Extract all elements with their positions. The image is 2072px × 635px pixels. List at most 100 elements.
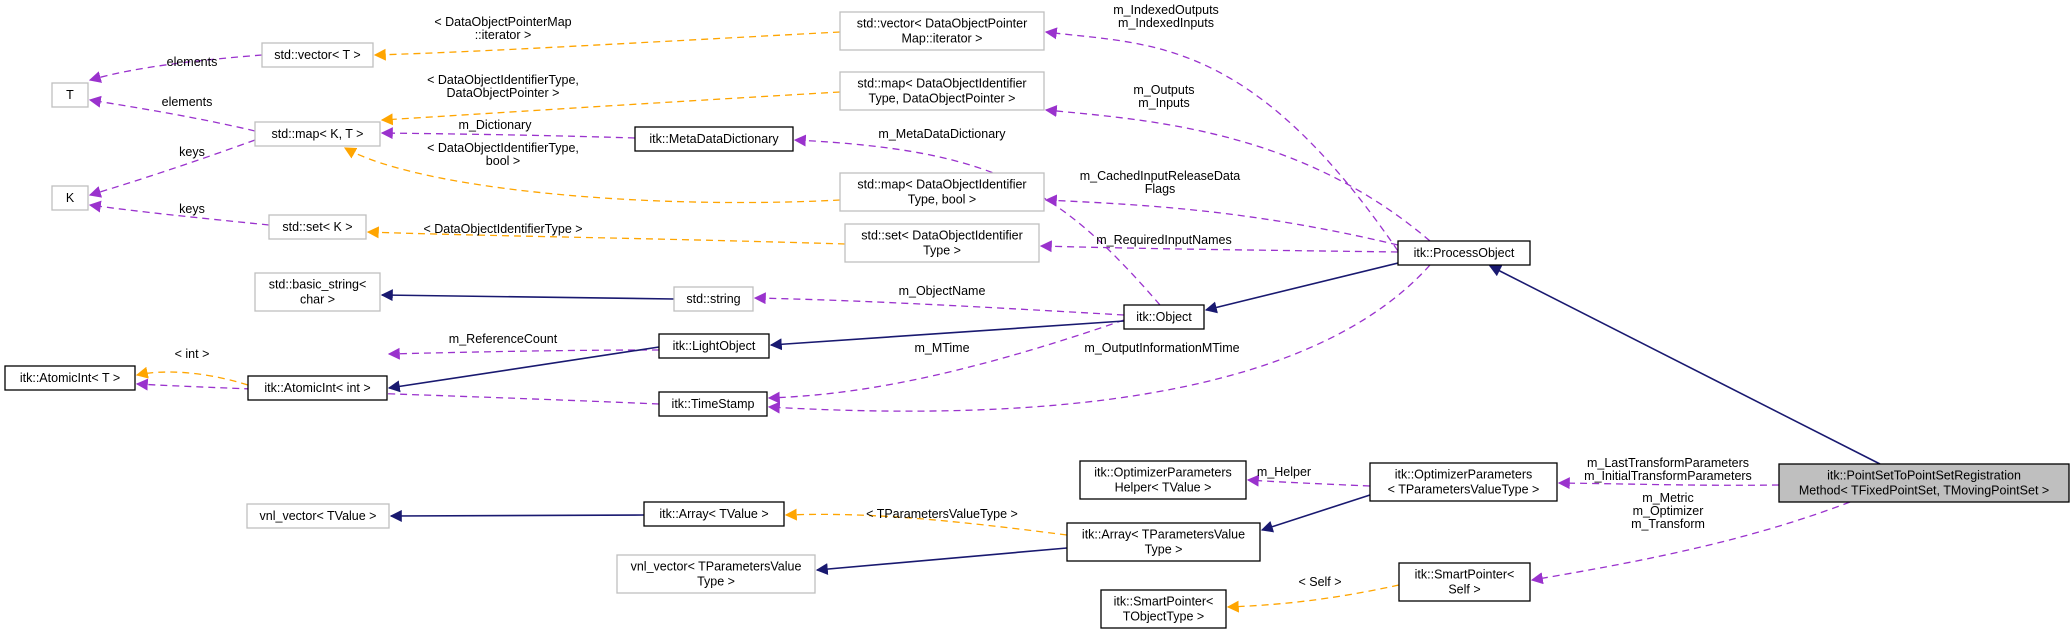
edge-label: m_MTime	[914, 341, 969, 355]
edge-label: Flags	[1145, 182, 1176, 196]
edge-label: elements	[167, 55, 218, 69]
class-node-lightobject[interactable]: itk::LightObject	[658, 333, 770, 359]
class-node-vnl-tparams[interactable]: vnl_vector< TParametersValueType >	[616, 554, 816, 594]
node-box	[658, 333, 770, 359]
usage-edge	[1044, 194, 1399, 246]
class-node-map-doid-bool[interactable]: std::map< DataObjectIdentifierType, bool…	[839, 172, 1045, 212]
class-node-processobject[interactable]: itk::ProcessObject	[1397, 240, 1531, 266]
node-box	[658, 391, 768, 417]
template-edge	[380, 91, 841, 126]
node-label: < TParametersValueType >	[1388, 483, 1540, 497]
edge-label: ::iterator >	[475, 28, 532, 42]
edge-label: m_Optimizer	[1633, 504, 1704, 518]
node-label: Map::iterator >	[902, 32, 983, 46]
class-node-vnl-tvalue[interactable]: vnl_vector< TValue >	[246, 503, 390, 529]
node-label: itk::Array< TParametersValue	[1082, 528, 1245, 542]
edge-label: m_Transform	[1631, 517, 1705, 531]
class-node-K[interactable]: K	[51, 185, 89, 211]
class-node-set-doid[interactable]: std::set< DataObjectIdentifierType >	[844, 223, 1040, 263]
class-node-string[interactable]: std::string	[673, 286, 754, 312]
usage-edge	[88, 139, 256, 198]
class-node-timestamp[interactable]: itk::TimeStamp	[658, 391, 768, 417]
class-node-smartpointer-self[interactable]: itk::SmartPointer<Self >	[1398, 562, 1531, 602]
usage-edge	[1044, 27, 1399, 252]
node-box	[51, 185, 89, 211]
class-node-atomicint-int[interactable]: itk::AtomicInt< int >	[247, 375, 388, 401]
node-box	[254, 121, 381, 147]
node-label: vnl_vector< TParametersValue	[631, 560, 802, 574]
class-node-array-tparams[interactable]: itk::Array< TParametersValueType >	[1066, 522, 1261, 562]
node-label: std::map< DataObjectIdentifier	[857, 178, 1026, 192]
class-node-set-k[interactable]: std::set< K >	[268, 214, 367, 240]
edge-label: m_ReferenceCount	[449, 332, 558, 346]
class-node-basic-string[interactable]: std::basic_string<char >	[254, 272, 381, 312]
node-label: std::set< K >	[282, 220, 352, 234]
template-edge	[343, 147, 841, 204]
node-box	[616, 554, 816, 594]
edge-label: < DataObjectIdentifierType >	[423, 222, 582, 236]
class-node-vector-t[interactable]: std::vector< T >	[261, 42, 374, 68]
node-label: itk::SmartPointer<	[1114, 595, 1214, 609]
node-box	[839, 11, 1045, 51]
node-label: vnl_vector< TValue >	[260, 509, 377, 523]
node-label: Type >	[923, 244, 961, 258]
edge-label: m_MetaDataDictionary	[878, 127, 1006, 141]
edge-label: m_InitialTransformParameters	[1584, 469, 1752, 483]
edge-label: < DataObjectIdentifierType,	[427, 73, 579, 87]
class-node-vector-dopmap[interactable]: std::vector< DataObjectPointerMap::itera…	[839, 11, 1045, 51]
node-label: std::set< DataObjectIdentifier	[861, 229, 1023, 243]
template-edge	[373, 31, 841, 61]
node-label: std::string	[686, 292, 740, 306]
node-box	[1100, 589, 1227, 629]
template-edge	[366, 226, 846, 245]
inheritance-edge	[380, 289, 675, 302]
node-box	[1397, 240, 1531, 266]
class-node-array-tvalue[interactable]: itk::Array< TValue >	[643, 501, 785, 527]
edge-label: m_Metric	[1642, 491, 1693, 505]
edge-label: m_IndexedInputs	[1118, 16, 1214, 30]
class-node-registration[interactable]: itk::PointSetToPointSetRegistrationMetho…	[1778, 463, 2070, 503]
edge-label: m_Outputs	[1133, 83, 1194, 97]
node-label: T	[66, 88, 74, 102]
class-node-map-kt[interactable]: std::map< K, T >	[254, 121, 381, 147]
usage-edge	[1246, 474, 1371, 487]
usage-edge	[88, 54, 263, 83]
edge-label: m_LastTransformParameters	[1587, 456, 1749, 470]
class-node-opt-params[interactable]: itk::OptimizerParameters< TParametersVal…	[1369, 462, 1558, 502]
node-label: itk::OptimizerParameters	[1094, 466, 1232, 480]
class-node-smartpointer-tobj[interactable]: itk::SmartPointer<TObjectType >	[1100, 589, 1227, 629]
class-node-metadatadict[interactable]: itk::MetaDataDictionary	[634, 126, 794, 152]
node-label: std::map< K, T >	[272, 127, 364, 141]
edge-label: < int >	[175, 347, 210, 361]
node-label: std::vector< DataObjectPointer	[857, 17, 1028, 31]
node-box	[1398, 562, 1531, 602]
class-node-map-doid-dop[interactable]: std::map< DataObjectIdentifierType, Data…	[839, 71, 1045, 111]
edge-label: m_Helper	[1257, 465, 1311, 479]
node-box	[1079, 460, 1247, 500]
edge-label: m_CachedInputReleaseData	[1080, 169, 1241, 183]
node-label: std::basic_string<	[269, 278, 367, 292]
node-label: Helper< TValue >	[1115, 481, 1212, 495]
edge-label: < Self >	[1298, 575, 1341, 589]
node-box	[51, 82, 89, 108]
node-label: Type, DataObjectPointer >	[869, 92, 1016, 106]
edge-label: m_RequiredInputNames	[1096, 233, 1232, 247]
class-node-object[interactable]: itk::Object	[1123, 304, 1205, 330]
edge-label: keys	[179, 145, 205, 159]
edge-label: < TParametersValueType >	[866, 507, 1018, 521]
edge-label: keys	[179, 202, 205, 216]
inheritance-edge	[1204, 262, 1399, 314]
node-label: Self >	[1448, 583, 1480, 597]
node-box	[839, 71, 1045, 111]
node-label: std::map< DataObjectIdentifier	[857, 77, 1026, 91]
edge-label: m_Inputs	[1138, 96, 1189, 110]
edge-label: < DataObjectPointerMap	[434, 15, 571, 29]
node-label: itk::Object	[1136, 310, 1192, 324]
class-node-atomicint-t[interactable]: itk::AtomicInt< T >	[4, 365, 136, 391]
edge-label: m_Dictionary	[459, 118, 533, 132]
node-label: std::vector< T >	[274, 48, 360, 62]
node-label: itk::LightObject	[673, 339, 756, 353]
class-node-T[interactable]: T	[51, 82, 89, 108]
usage-edge	[767, 264, 1431, 414]
